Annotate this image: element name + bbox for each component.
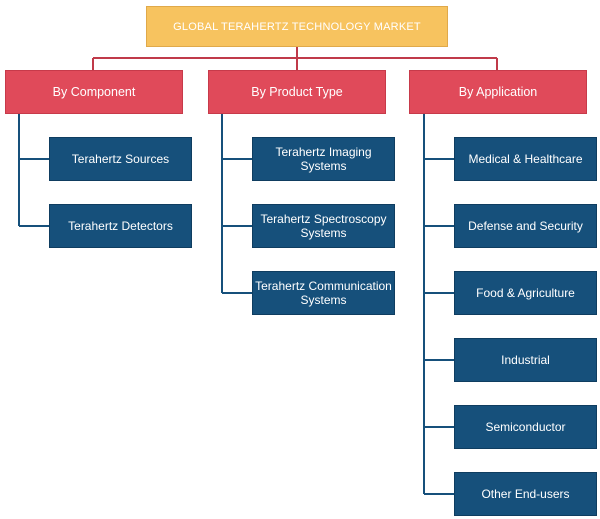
component-tree-lines bbox=[18, 114, 49, 227]
item-label: Medical & Healthcare bbox=[468, 152, 583, 166]
item-food-agriculture: Food & Agriculture bbox=[454, 271, 597, 315]
item-label: Defense and Security bbox=[468, 219, 583, 233]
item-industrial: Industrial bbox=[454, 338, 597, 382]
category-by-application: By Application bbox=[409, 70, 587, 114]
item-terahertz-spectroscopy-systems: Terahertz Spectroscopy Systems bbox=[252, 204, 395, 248]
item-label: Terahertz Detectors bbox=[68, 219, 173, 233]
item-terahertz-detectors: Terahertz Detectors bbox=[49, 204, 192, 248]
item-medical-healthcare: Medical & Healthcare bbox=[454, 137, 597, 181]
item-label: Terahertz Sources bbox=[71, 152, 170, 166]
item-label: Industrial bbox=[501, 353, 550, 367]
item-label: Other End-users bbox=[481, 487, 570, 501]
item-other-end-users: Other End-users bbox=[454, 472, 597, 516]
product-type-tree-lines bbox=[221, 114, 252, 294]
category-label: By Component bbox=[52, 85, 136, 99]
item-label: Semiconductor bbox=[485, 420, 566, 434]
category-label: By Product Type bbox=[251, 85, 343, 99]
item-label: Terahertz Spectroscopy Systems bbox=[260, 212, 387, 240]
item-semiconductor: Semiconductor bbox=[454, 405, 597, 449]
item-label: Terahertz Imaging Systems bbox=[275, 145, 372, 173]
root-node: GLOBAL TERAHERTZ TECHNOLOGY MARKET bbox=[146, 6, 448, 47]
item-terahertz-communication-systems: Terahertz Communication Systems bbox=[252, 271, 395, 315]
category-label: By Application bbox=[458, 85, 538, 99]
category-by-component: By Component bbox=[5, 70, 183, 114]
item-defense-security: Defense and Security bbox=[454, 204, 597, 248]
application-tree-lines bbox=[423, 114, 454, 495]
item-label: Food & Agriculture bbox=[476, 286, 575, 300]
item-label: Terahertz Communication Systems bbox=[255, 279, 392, 307]
root-label: GLOBAL TERAHERTZ TECHNOLOGY MARKET bbox=[173, 20, 421, 33]
root-connectors bbox=[92, 47, 498, 70]
category-by-product-type: By Product Type bbox=[208, 70, 386, 114]
item-terahertz-imaging-systems: Terahertz Imaging Systems bbox=[252, 137, 395, 181]
item-terahertz-sources: Terahertz Sources bbox=[49, 137, 192, 181]
